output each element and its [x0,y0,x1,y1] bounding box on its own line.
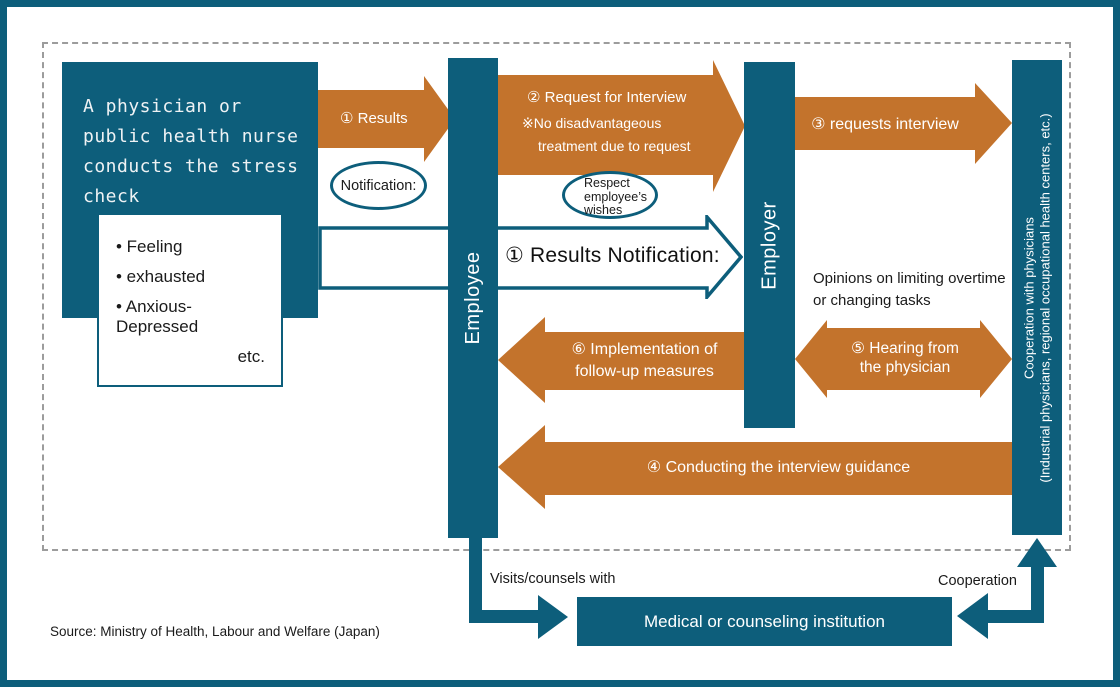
cooperation-label: Cooperation [938,573,1017,589]
symptoms-box: • Feeling • exhausted • Anxious- Depress… [97,213,283,387]
results-notification-label: ① Results Notification: [505,244,720,267]
implementation-line-1: ⑥ Implementation of [571,341,718,358]
request-interview-arrow: ② Request for Interview ※No disadvantage… [498,60,745,192]
cooperation-arrow [957,538,1057,639]
requests-interview-label: ③ requests interview [811,116,959,133]
respect-line-1: Respect [584,176,630,190]
results-arrow: ① Results [318,76,455,162]
opinions-line-2: or changing tasks [813,292,931,309]
dashed-frame [42,42,1071,551]
notification-ellipse: Notification: [330,161,427,210]
hearing-line-2: the physician [859,359,951,376]
request-arrow-title: ② Request for Interview [527,89,687,106]
symptom-item: • Anxious- Depressed [116,297,199,336]
respect-line-2: employee’s [584,189,648,204]
visits-arrow [469,538,568,639]
results-arrow-label: ① Results [340,110,408,127]
physician-box-text: A physician or public health nurse condu… [83,96,299,207]
respect-wishes-ellipse: Respect employee’s wishes [562,171,658,219]
employer-bar: Employer [744,62,795,428]
source-text: Source: Ministry of Health, Labour and W… [50,624,380,639]
employee-label: Employee [461,251,484,345]
symptom-item: • Feeling [116,237,183,256]
medical-institution-box: Medical or counseling institution [577,597,952,646]
results-notification-arrow [318,215,743,299]
opinions-note: Opinions on limiting overtime or changin… [813,268,1023,312]
employer-label: Employer [758,200,780,290]
request-arrow-note-line2: treatment due to request [538,138,691,154]
cooperation-bar: Cooperation with physicians (Industrial … [1012,60,1062,535]
opinions-line-1: Opinions on limiting overtime [813,270,1006,287]
hearing-line-1: ⑤ Hearing from [851,340,959,357]
request-arrow-note-line1: ※No disadvantageous [522,115,662,131]
visits-label: Visits/counsels with [490,571,616,587]
respect-line-3: wishes [584,203,623,217]
employee-bar: Employee [448,58,498,538]
cooperation-bar-line-2: (Industrial physicians, regional occupat… [1037,112,1052,483]
conducting-label: ④ Conducting the interview guidance [646,459,911,476]
implementation-line-2: follow-up measures [575,363,714,380]
medical-institution-label: Medical or counseling institution [644,611,885,631]
symptoms-etc-label: etc. [237,347,265,366]
notification-label: Notification: [340,177,417,194]
cooperation-bar-line-1: Cooperation with physicians [1020,216,1036,379]
hearing-arrow: ⑤ Hearing from the physician [795,320,1012,398]
symptom-item: • exhausted [116,267,206,286]
